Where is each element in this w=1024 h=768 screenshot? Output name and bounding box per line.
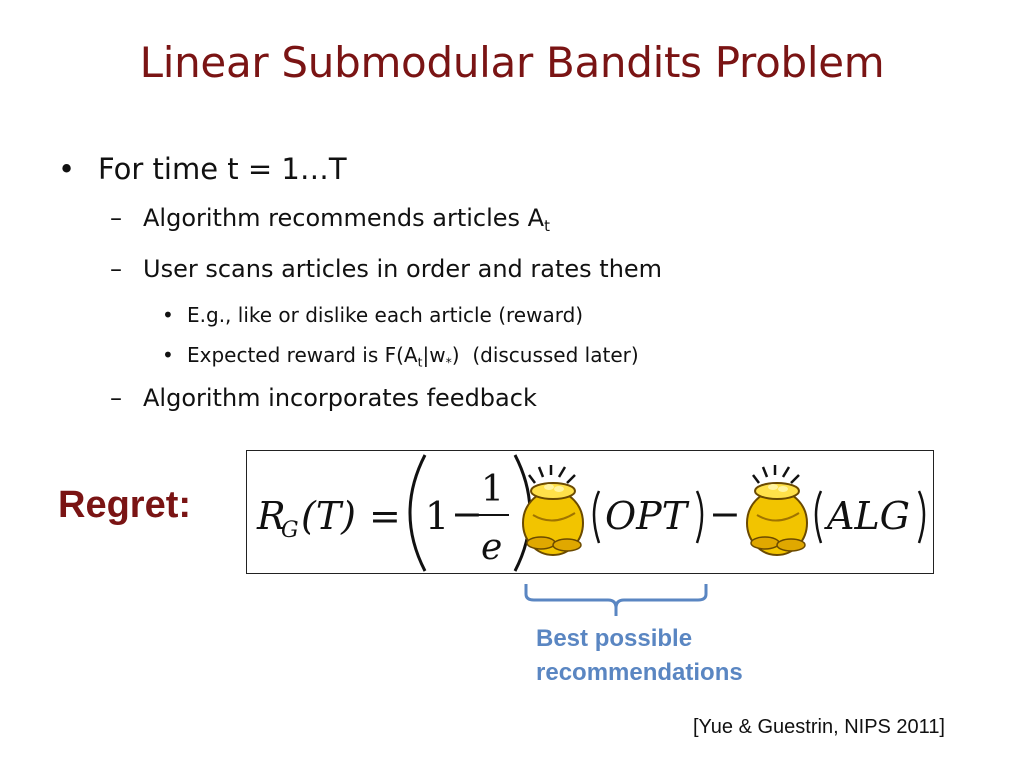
gold-pot-icon	[522, 465, 584, 556]
formula-numerator: 1	[481, 469, 504, 510]
regret-formula: R G (T) = 1 − 1 e	[246, 450, 934, 574]
formula-alg: ALG	[824, 494, 910, 538]
bullet-dash-icon: –	[110, 204, 122, 232]
best-possible-annotation: Best possible recommendations	[536, 622, 743, 690]
formula-minus-2: −	[709, 492, 741, 536]
bullet-level2: –Algorithm incorporates feedback	[110, 384, 537, 412]
bullet-dot-icon: •	[162, 343, 174, 367]
formula-opt: OPT	[605, 494, 690, 538]
formula-t: (T)	[301, 494, 356, 538]
bullet-text: |w	[422, 343, 446, 367]
bullet-level3: • E.g., like or dislike each article (rew…	[162, 303, 583, 327]
gold-pot-icon	[746, 465, 808, 556]
formula-denominator: e	[481, 527, 502, 568]
bullet-text: For time t = 1…T	[98, 152, 347, 186]
paren-close	[695, 490, 704, 544]
formula-r: R	[256, 494, 286, 538]
bullet-text: User scans articles in order and rates t…	[143, 255, 663, 283]
citation: [Yue & Guestrin, NIPS 2011]	[693, 716, 945, 738]
brace-icon	[524, 584, 708, 616]
bullet-text: E.g., like or dislike each article (rewa…	[187, 303, 584, 327]
formula-left-paren	[408, 454, 427, 572]
bullet-level3: • Expected reward is F(At|w*) (discussed …	[162, 343, 639, 369]
annotation-line: Best possible	[536, 625, 693, 652]
annotation-line: recommendations	[536, 659, 743, 686]
bullet-dash-icon: –	[110, 384, 122, 412]
bullet-dash-icon: –	[110, 255, 122, 283]
bullet-dot-icon: •	[58, 152, 76, 186]
formula-svg: R G (T) = 1 − 1 e	[256, 454, 926, 572]
regret-label: Regret:	[58, 484, 192, 526]
slide-title: Linear Submodular Bandits Problem	[139, 38, 885, 87]
subscript: t	[544, 217, 550, 236]
formula-equals: =	[369, 494, 401, 538]
bullet-text: Algorithm recommends articles A	[143, 204, 545, 232]
bullet-text: ) (discussed later)	[451, 343, 639, 367]
bullet-level2: –Algorithm recommends articles At	[110, 204, 550, 235]
bullet-level1: • For time t = 1…T	[58, 152, 347, 186]
bullet-text: Expected reward is F(A	[187, 343, 418, 367]
bullet-text: Algorithm incorporates feedback	[143, 384, 537, 412]
bullet-dot-icon: •	[162, 303, 174, 327]
formula-subscript-g: G	[281, 518, 299, 543]
paren-open-2	[814, 490, 823, 544]
paren-close-2	[917, 490, 926, 544]
bullet-level2: –User scans articles in order and rates …	[110, 255, 662, 283]
subscript: t	[417, 354, 423, 370]
paren-open	[592, 490, 601, 544]
subscript: *	[445, 354, 452, 370]
formula-one: 1	[425, 494, 449, 538]
